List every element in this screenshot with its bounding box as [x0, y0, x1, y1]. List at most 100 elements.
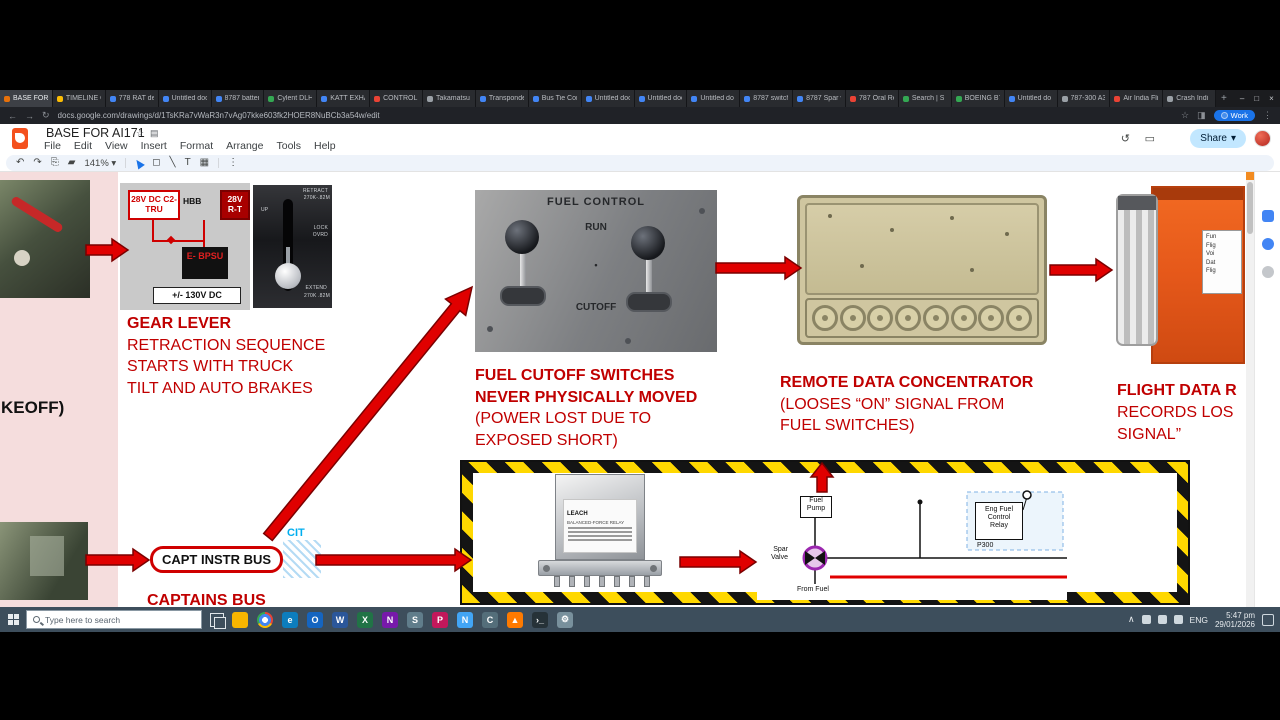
undo-icon[interactable]: ↶ [16, 157, 25, 168]
side-panel-icon[interactable] [1262, 210, 1274, 222]
tab-favicon [638, 95, 645, 102]
bookmark-panel-icon[interactable] [1262, 238, 1274, 250]
menu-format[interactable]: Format [179, 140, 214, 152]
fdr-label-line: Voi [1206, 251, 1215, 257]
browser-tab[interactable]: Crash Indi [1163, 90, 1216, 107]
window-close-icon[interactable]: × [1269, 94, 1274, 103]
scrollbar-thumb[interactable] [1247, 182, 1253, 234]
taskbar-icon-media-player[interactable]: ▲ [507, 611, 523, 628]
taskbar-clock[interactable]: 5:47 pm 29/01/2026 [1214, 610, 1255, 629]
browser-tab[interactable]: BASE FOR A [0, 90, 53, 107]
browser-tab[interactable]: 8787 Spar v [793, 90, 846, 107]
taskbar-icon-onenote[interactable]: N [382, 611, 398, 628]
tab-label: Takamatsu [436, 95, 470, 102]
taskbar-icon-edge[interactable]: e [282, 611, 298, 628]
zoom-select[interactable]: 141% ▾ [84, 157, 117, 169]
window-minimize-icon[interactable]: – [1239, 94, 1245, 103]
menu-view[interactable]: View [105, 140, 128, 152]
taskbar-search[interactable]: Type here to search [26, 610, 202, 629]
line-icon[interactable]: ╲ [169, 157, 176, 168]
browser-tab[interactable]: Takamatsu [423, 90, 476, 107]
select-cursor-icon[interactable] [133, 157, 146, 169]
text-box-icon[interactable]: T [184, 157, 191, 168]
browser-tab[interactable]: Air India Fli [1110, 90, 1164, 107]
document-title[interactable]: BASE FOR AI171 [46, 126, 145, 140]
browser-tab[interactable]: BOEING B7 [951, 90, 1005, 107]
volume-icon[interactable] [1157, 615, 1167, 624]
redo-icon[interactable]: ↷ [33, 157, 42, 168]
url-text[interactable]: docs.google.com/drawings/d/1TsKRa7vWaR3n… [57, 111, 380, 120]
star-icon[interactable]: ☆ [136, 128, 145, 138]
taskbar-icon-snip[interactable]: S [407, 611, 423, 628]
paint-format-icon[interactable]: ▰ [67, 157, 76, 168]
shape-icon[interactable]: ◻ [152, 157, 161, 168]
battery-icon[interactable] [1173, 615, 1183, 624]
browser-tab[interactable]: 787 Oral Re [846, 90, 899, 107]
browser-tab[interactable]: Search | S [898, 90, 952, 107]
fdr-caption: FLIGHT DATA R RECORDS LOS SIGNAL” [1117, 382, 1237, 443]
fdr-label-line: Flig [1206, 242, 1216, 249]
tray-expand-icon[interactable]: ∧ [1127, 614, 1135, 624]
share-button[interactable]: Share▾ [1190, 129, 1246, 148]
vertical-scrollbar[interactable] [1246, 172, 1254, 607]
move-folder-icon[interactable]: ▤ [150, 128, 159, 138]
account-avatar[interactable] [1254, 130, 1271, 147]
comment-icon[interactable]: ▭ [1144, 133, 1155, 145]
language-indicator[interactable]: ENG [1189, 614, 1208, 625]
google-drawings-icon[interactable] [12, 128, 28, 149]
browser-menu-icon[interactable]: ⋮ [1263, 110, 1272, 120]
captains-bus-caption: CAPTAINS BUS [147, 592, 266, 607]
window-maximize-icon[interactable]: □ [1254, 94, 1260, 103]
menu-help[interactable]: Help [314, 140, 336, 152]
menu-arrange[interactable]: Arrange [226, 140, 264, 152]
browser-tab[interactable]: 787-300 A3 [1057, 90, 1111, 107]
browser-tab[interactable]: Untitled do [1004, 90, 1058, 107]
browser-tab[interactable]: Untitled doc [581, 90, 635, 107]
browser-tab[interactable]: Cylent DLH [264, 90, 318, 107]
print-icon[interactable]: ⎘ [50, 157, 59, 168]
extension-panel-icon[interactable] [1262, 266, 1274, 278]
drawing-canvas[interactable]: KEOFF) 28V DC C2-TRU HBB 28V R-T E- BPSU… [0, 172, 1280, 607]
forward-icon[interactable]: → [25, 110, 34, 121]
browser-tab[interactable]: 8787 batter [211, 90, 265, 107]
browser-tab[interactable]: Bus Tie Con [528, 90, 582, 107]
taskbar-icon-settings[interactable]: ⚙ [557, 611, 573, 628]
browser-tab[interactable]: KATT EXHA [317, 90, 371, 107]
new-tab-button[interactable]: + [1221, 93, 1227, 104]
taskbar-icon-paint[interactable]: P [432, 611, 448, 628]
taskbar-icon-chrome[interactable] [257, 611, 273, 628]
bookmark-star-icon[interactable]: ☆ [1181, 110, 1190, 120]
action-center-icon[interactable] [1262, 613, 1274, 626]
menu-tools[interactable]: Tools [276, 140, 301, 152]
browser-tab[interactable]: 8787 switch [740, 90, 794, 107]
menu-insert[interactable]: Insert [140, 140, 167, 152]
reload-icon[interactable]: ↻ [42, 110, 50, 120]
taskbar-icon-word[interactable]: W [332, 611, 348, 628]
browser-tab[interactable]: Transponde [475, 90, 529, 107]
task-view-icon[interactable] [210, 612, 226, 629]
taskbar-icon-notepad[interactable]: N [457, 611, 473, 628]
browser-tab[interactable]: Untitled doc [158, 90, 212, 107]
more-options-icon[interactable]: ⋮ [228, 157, 239, 168]
tab-label: Transponde [488, 95, 524, 102]
taskbar-icon-terminal[interactable]: ›_ [532, 611, 548, 628]
taskbar-icon-excel[interactable]: X [357, 611, 373, 628]
profile-chip[interactable]: Work [1213, 110, 1255, 121]
browser-tab[interactable]: CONTROL C [370, 90, 423, 107]
menu-file[interactable]: File [44, 140, 61, 152]
history-icon[interactable]: ↺ [1120, 133, 1130, 145]
insert-image-icon[interactable]: ▦ [199, 157, 210, 168]
browser-tab[interactable]: 778 RAT dep [105, 90, 159, 107]
network-icon[interactable] [1141, 615, 1151, 624]
extensions-icon[interactable]: ◨ [1197, 110, 1206, 120]
menu-edit[interactable]: Edit [73, 140, 93, 152]
browser-tab[interactable]: Untitled do [687, 90, 741, 107]
back-icon[interactable]: ← [8, 110, 17, 121]
browser-tab[interactable]: TIMELINE O [52, 90, 106, 107]
taskbar-icon-calculator[interactable]: C [482, 611, 498, 628]
taskbar-icon-file-explorer[interactable] [232, 611, 248, 628]
taskbar-icon-outlook[interactable]: O [307, 611, 323, 628]
start-button[interactable] [0, 607, 26, 632]
browser-tab[interactable]: Untitled doc [634, 90, 688, 107]
